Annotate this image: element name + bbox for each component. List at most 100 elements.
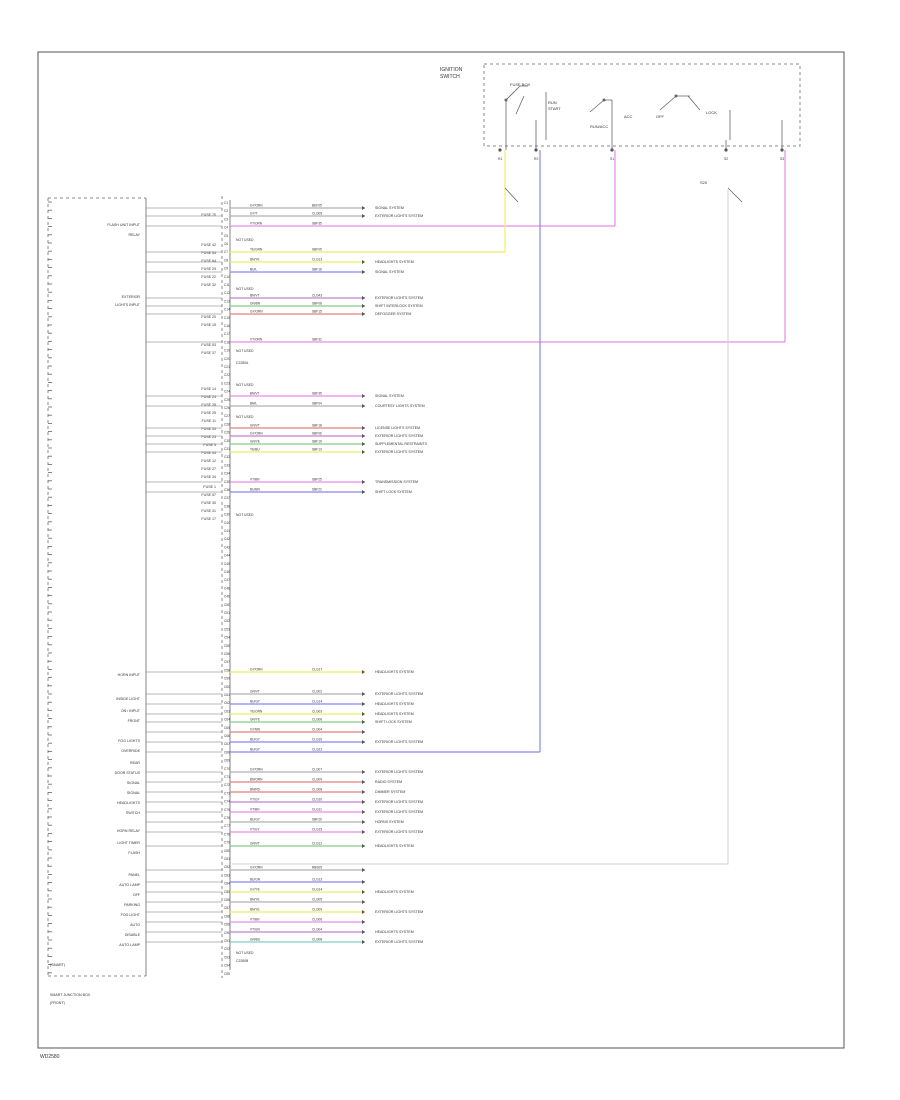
- module-input-label: EXTERIOR: [122, 295, 141, 299]
- wire-destination: EXTERIOR LIGHTS SYSTEM: [375, 692, 423, 696]
- terminal-label: S3: [780, 157, 784, 161]
- wire-destination: SHIFT LOCK SYSTEM: [375, 490, 412, 494]
- connector-pin: C68: [224, 750, 230, 754]
- connector-pin: C59: [224, 677, 230, 681]
- connector-pin: C6: [224, 242, 228, 246]
- wire-arrow-icon: [362, 800, 365, 804]
- connector-pin: C19: [224, 349, 230, 353]
- wire-circuit-id: SBF22: [312, 488, 322, 492]
- wire-color-code: GY/ORN: [250, 768, 263, 772]
- connector-pin: C65: [224, 726, 230, 730]
- wire-circuit-id: RBS05: [312, 866, 322, 870]
- connector-pin: C46: [224, 570, 230, 574]
- wire-circuit-id: CLG05: [312, 898, 322, 902]
- wire-circuit-id: SBF25: [312, 478, 322, 482]
- wire-arrow-icon: [362, 740, 365, 744]
- connector-pin: C13: [224, 299, 230, 303]
- fuse-label: FUSE 27: [201, 467, 216, 471]
- connector-pin: C36: [224, 488, 230, 492]
- module-input-label: SMART JUNCTION BOX: [50, 993, 91, 997]
- connector-pin: C5: [224, 234, 228, 238]
- wire-color-code: GY/ORN: [250, 310, 263, 314]
- wire-arrow-icon: [362, 404, 365, 408]
- wire-circuit-id: CLG13: [312, 258, 322, 262]
- wire-c6: YE/GRN SBF05: [146, 248, 505, 253]
- wire-arrow-icon: [362, 312, 365, 316]
- wire-circuit-id: CLG05: [312, 212, 322, 216]
- module-input-label: OVERRIDE: [121, 749, 140, 753]
- fuse-label: FUSE 70: [201, 213, 216, 217]
- fuse-label: FUSE 14: [201, 387, 216, 391]
- connector-pin: C11: [224, 283, 230, 287]
- fuse-label: FUSE 12: [201, 459, 216, 463]
- connector-pin: C47: [224, 578, 230, 582]
- terminal-label: S2: [724, 157, 728, 161]
- fuse-label: FUSE 15: [201, 323, 216, 327]
- wire-arrow-icon: [362, 296, 365, 300]
- connector-pin: C70: [224, 767, 230, 771]
- wire-color-code: BN/YE: [250, 258, 260, 262]
- module-input-label: RELAY: [128, 233, 140, 237]
- wire-arrow-icon: [362, 900, 365, 904]
- wire-circuit-id: SBF05: [312, 248, 322, 252]
- module-input-label: DISABLE: [125, 933, 141, 937]
- fuse-label: FUSE 57: [201, 493, 216, 497]
- wire-arrow-icon: [362, 720, 365, 724]
- connector-pin: C31: [224, 447, 230, 451]
- wire-color-code: VT/BN: [250, 808, 260, 812]
- wire-color-code: VT/GN: [250, 928, 260, 932]
- connector-pin: C25: [224, 398, 230, 402]
- wire-color-code: YE/GRN: [250, 248, 263, 252]
- connector-pin: C55: [224, 644, 230, 648]
- feed-wire-relay: [504, 187, 743, 203]
- connector-pin: C18: [224, 340, 230, 344]
- switch-title-line2: SWITCH: [440, 74, 460, 80]
- connector-note: NOT USED: [236, 415, 254, 419]
- connector-note: NOT USED: [236, 287, 254, 291]
- connector-pin: C21: [224, 365, 230, 369]
- connector-pin: C9: [224, 267, 228, 271]
- feed-wires: [232, 150, 786, 865]
- wire-destination: EXTERIOR LIGHTS SYSTEM: [375, 296, 423, 300]
- connector-pin: C82: [224, 865, 230, 869]
- wire-destination: HEADLIGHTS SYSTEM: [375, 260, 414, 264]
- wire-arrow-icon: [362, 868, 365, 872]
- connector-note: NOT USED: [236, 383, 254, 387]
- fuse-label: FUSE 11: [202, 419, 216, 423]
- connector-column: [221, 196, 231, 978]
- connector-pin: C66: [224, 734, 230, 738]
- wire-circuit-id: CLG02: [312, 690, 322, 694]
- wire-color-code: BU/L: [250, 268, 257, 272]
- switch-pivot: [674, 94, 678, 98]
- switch-fuse-box: FUSE BOX: [510, 82, 531, 87]
- connector-pin: C14: [224, 308, 230, 312]
- connector-pin: C17: [224, 332, 230, 336]
- module-input-label: PANEL: [128, 873, 140, 877]
- fuse-label: FUSE 44: [201, 451, 216, 455]
- wire-destination: EXTERIOR LIGHTS SYSTEM: [375, 810, 423, 814]
- wire-destination: SHIFT LOCK SYSTEM: [375, 720, 412, 724]
- module-input-label: FOG LIGHT: [121, 913, 141, 917]
- connector-pin: C92: [224, 947, 230, 951]
- wire-color-code: BN/RD: [250, 788, 261, 792]
- connector-pin: C63: [224, 709, 230, 713]
- connector-pin: C60: [224, 685, 230, 689]
- connector-pin: C45: [224, 562, 230, 566]
- connector-pin: C24: [224, 390, 230, 394]
- connector-pin: C67: [224, 742, 230, 746]
- connector-pin: C2: [224, 209, 228, 213]
- module-input-label: SWITCH: [126, 811, 141, 815]
- connector-pin: C85: [224, 890, 230, 894]
- wire-arrow-icon: [362, 480, 365, 484]
- terminal-label: R2: [534, 157, 538, 161]
- wire-color-code: GY/ORN: [250, 204, 263, 208]
